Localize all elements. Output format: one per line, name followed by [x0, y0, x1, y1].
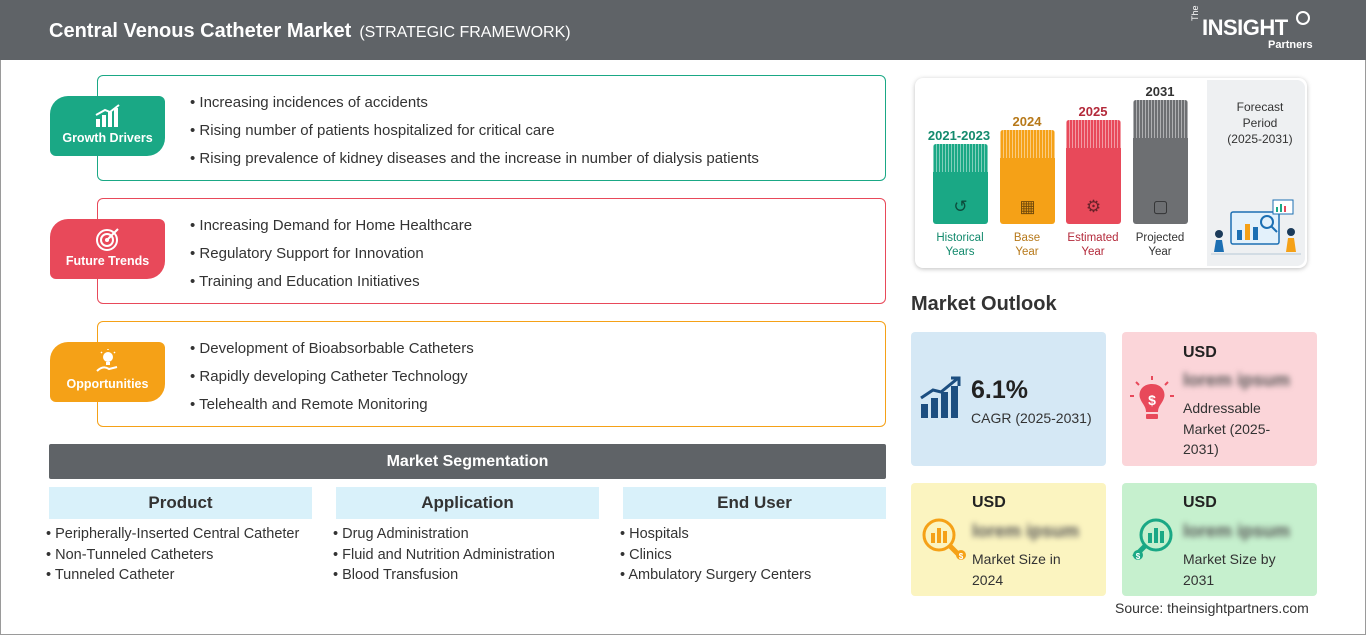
period-year: 2025	[1078, 104, 1108, 119]
list-item: Rising number of patients hospitalized f…	[190, 122, 759, 150]
idea-dollar-icon: $	[1130, 376, 1174, 419]
cagr-card: 6.1% CAGR (2025-2031)	[911, 332, 1106, 466]
historical-bar: ↺	[933, 144, 988, 224]
base-year-bar: ▦	[1000, 130, 1055, 224]
list-item: Non-Tunneled Catheters	[46, 547, 299, 568]
period-year: 2024	[1012, 114, 1042, 129]
segment-header-product: Product	[49, 487, 312, 519]
estimate-icon: ⚙	[1085, 197, 1102, 216]
history-icon: ↺	[953, 197, 968, 216]
source-note: Source: theinsightpartners.com	[1115, 600, 1309, 616]
list-item: Regulatory Support for Innovation	[190, 245, 472, 273]
list-item: Rising prevalence of kidney diseases and…	[190, 150, 758, 178]
list-item: Development of Bioabsorbable Catheters	[190, 340, 473, 368]
end-user-list: Hospitals Clinics Ambulatory Surgery Cen…	[620, 526, 811, 588]
list-item: Peripherally-Inserted Central Catheter	[46, 526, 299, 547]
svg-text:$: $	[1136, 552, 1141, 561]
growth-chart-icon	[920, 376, 961, 418]
projection-icon: ▢	[1152, 197, 1169, 216]
application-list: Drug Administration Fluid and Nutrition …	[333, 526, 555, 588]
magnifier-chart-icon: $	[922, 518, 966, 561]
list-item: Blood Transfusion	[333, 567, 555, 588]
magnifier-chart-icon: $	[1132, 518, 1173, 561]
calendar-icon: ▦	[1019, 197, 1036, 216]
cagr-value: 6.1%	[971, 376, 1028, 404]
list-item: Increasing Demand for Home Healthcare	[190, 217, 472, 245]
list-item: Drug Administration	[333, 526, 555, 547]
segment-header-end-user: End User	[623, 487, 886, 519]
usd-label: USD	[972, 494, 1006, 511]
svg-text:$: $	[959, 552, 964, 561]
growth-chart-icon	[95, 104, 120, 127]
projected-year-bar: ▢	[1133, 100, 1188, 224]
opportunities-tag: Opportunities	[50, 342, 165, 402]
list-item: Training and Education Initiatives	[190, 273, 472, 301]
market-segmentation-bar: Market Segmentation	[49, 444, 886, 479]
market-size-2031-value: lorem ipsum	[1183, 521, 1291, 541]
analytics-people-icon	[1211, 199, 1301, 255]
list-item: Fluid and Nutrition Administration	[333, 547, 555, 568]
growth-drivers-tag: Growth Drivers	[50, 96, 165, 156]
page-title: Central Venous Catheter Market(STRATEGIC…	[49, 20, 571, 42]
page-subtitle: (STRATEGIC FRAMEWORK)	[359, 24, 571, 41]
header-bar: Central Venous Catheter Market(STRATEGIC…	[0, 0, 1366, 60]
period-year: 2021-2023	[927, 128, 991, 143]
list-item: Hospitals	[620, 526, 811, 547]
addressable-market-value: lorem ipsum	[1183, 370, 1291, 390]
insight-partners-logo[interactable]: The INSIGHT Partners	[1190, 5, 1313, 51]
list-item: Rapidly developing Catheter Technology	[190, 368, 474, 396]
period-year: 2031	[1145, 84, 1175, 99]
estimated-year-bar: ⚙	[1066, 120, 1121, 224]
future-trends-tag: Future Trends	[50, 219, 165, 279]
list-item: Ambulatory Surgery Centers	[620, 567, 811, 588]
market-size-2024-value: lorem ipsum	[972, 521, 1080, 541]
list-item: Telehealth and Remote Monitoring	[190, 396, 474, 424]
list-item: Tunneled Catheter	[46, 567, 299, 588]
lightbulb-hand-icon	[95, 349, 117, 372]
product-list: Peripherally-Inserted Central Catheter N…	[46, 526, 299, 588]
growth-drivers-box: Increasing incidences of accidents Risin…	[97, 75, 886, 181]
opportunities-box: Development of Bioabsorbable Catheters R…	[97, 321, 886, 427]
list-item: Increasing incidences of accidents	[190, 94, 759, 122]
market-outlook-title: Market Outlook	[911, 293, 1057, 315]
segment-header-application: Application	[336, 487, 599, 519]
cagr-label: CAGR (2025-2031)	[971, 410, 1092, 426]
svg-text:$: $	[1148, 392, 1156, 408]
usd-label: USD	[1183, 344, 1217, 361]
list-item: Clinics	[620, 547, 811, 568]
usd-label: USD	[1183, 494, 1217, 511]
target-icon	[95, 228, 119, 251]
future-trends-box: Increasing Demand for Home Healthcare Re…	[97, 198, 886, 304]
